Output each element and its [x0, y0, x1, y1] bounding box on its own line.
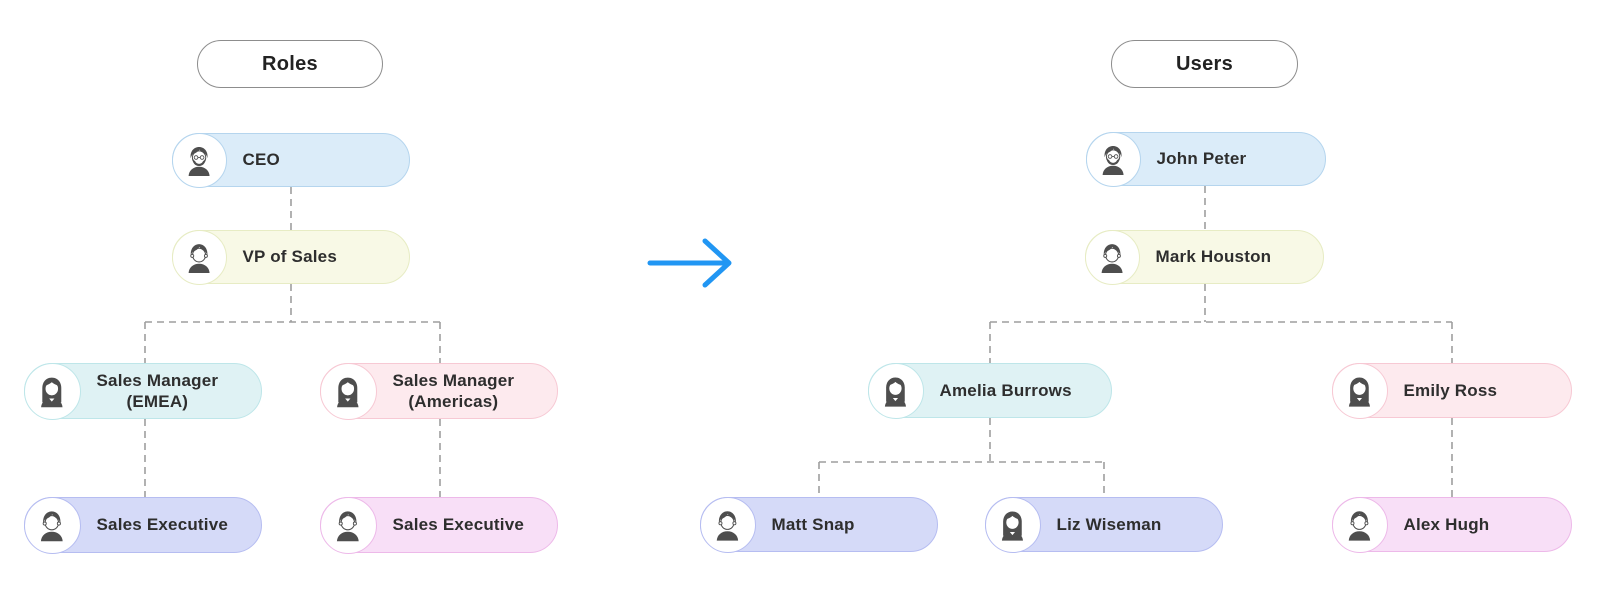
- man-avatar-icon: [23, 496, 81, 554]
- role-node-sales-executive-2: Sales Executive: [319, 496, 558, 554]
- woman-avatar-icon: [23, 362, 81, 420]
- right-arrow-icon: [647, 238, 732, 288]
- man-avatar-icon: [1084, 229, 1140, 285]
- woman-avatar-icon: [319, 362, 377, 420]
- user-node-emily-ross: Emily Ross: [1331, 362, 1572, 419]
- user-node-label: Mark Houston: [1155, 247, 1272, 267]
- role-node-label: VP of Sales: [242, 247, 337, 267]
- man-avatar-icon: [1331, 496, 1388, 553]
- role-node-label: Sales Manager (EMEA): [96, 370, 219, 411]
- woman-avatar-icon: [1331, 362, 1388, 419]
- roles-chart-title: Roles: [197, 40, 383, 88]
- user-node-alex-hugh: Alex Hugh: [1331, 496, 1572, 553]
- man-avatar-icon: [171, 229, 227, 285]
- role-node-sales-manager-americas: Sales Manager (Americas): [319, 362, 558, 420]
- user-node-label: Emily Ross: [1403, 380, 1498, 400]
- role-node-sales-manager-emea: Sales Manager (EMEA): [23, 362, 262, 420]
- user-node-amelia-burrows: Amelia Burrows: [867, 362, 1112, 419]
- user-node-mark-houston: Mark Houston: [1084, 229, 1324, 285]
- user-node-label: Alex Hugh: [1403, 514, 1490, 534]
- role-node-label: Sales Manager (Americas): [392, 370, 515, 411]
- role-node-label: CEO: [242, 150, 280, 170]
- user-node-label: John Peter: [1156, 149, 1247, 169]
- roles-title-label: Roles: [262, 52, 318, 75]
- woman-avatar-icon: [867, 362, 924, 419]
- woman-avatar-icon: [984, 496, 1041, 553]
- user-node-liz-wiseman: Liz Wiseman: [984, 496, 1223, 553]
- users-title-label: Users: [1175, 52, 1234, 75]
- man-beard-avatar-icon: [1085, 131, 1141, 187]
- role-node-label: Sales Executive: [392, 515, 525, 535]
- man-avatar-icon: [699, 496, 756, 553]
- man-beard-avatar-icon: [171, 132, 227, 188]
- man-avatar-icon: [319, 496, 377, 554]
- role-node-ceo: CEO: [171, 132, 410, 188]
- user-node-label: Amelia Burrows: [939, 380, 1072, 400]
- role-node-vp-of-sales: VP of Sales: [171, 229, 410, 285]
- user-node-label: Liz Wiseman: [1056, 514, 1162, 534]
- users-chart-title: Users: [1111, 40, 1298, 88]
- user-node-matt-snap: Matt Snap: [699, 496, 938, 553]
- user-node-label: Matt Snap: [771, 514, 855, 534]
- role-node-label: Sales Executive: [96, 515, 229, 535]
- user-node-john-peter: John Peter: [1085, 131, 1326, 187]
- role-node-sales-executive-1: Sales Executive: [23, 496, 262, 554]
